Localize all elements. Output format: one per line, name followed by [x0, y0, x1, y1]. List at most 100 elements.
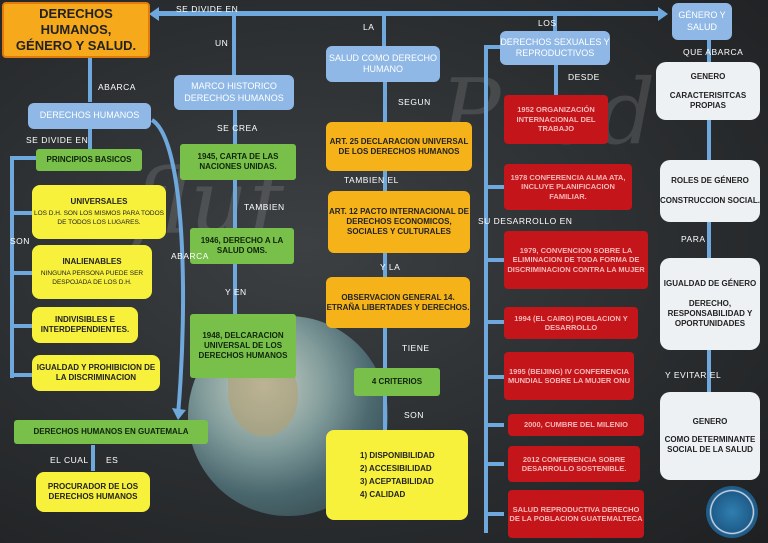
art12-node: ART. 12 PACTO INTERNACIONAL DE DERECHOS … [328, 191, 470, 253]
criterio-4: 4) CALIDAD [360, 489, 406, 499]
inalienables-node: INALIENABLES NINGUNA PERSONA PUEDE SER D… [32, 245, 152, 299]
event-2000-node: 2000, CUMBRE DEL MILENIO [508, 414, 644, 436]
event-1995-node: 1995 (BEIJING) IV CONFERENCIA MUNDIAL SO… [504, 352, 634, 400]
roles-title: ROLES DE GÉNERO [671, 176, 749, 185]
map-title: DERECHOS HUMANOS, GÉNERO Y SALUD. [2, 2, 150, 58]
label-abarca-1: ABARCA [98, 82, 136, 92]
line-sexuales-1952 [554, 65, 558, 95]
igualdad-node: IGUALDAD Y PROHIBICION DE LA DISCRIMINAC… [32, 355, 160, 391]
derecho-salud-1946-node: 1946, DERECHO A LA SALUD OMS. [190, 228, 294, 264]
indivisibles-node: INDIVISIBLES E INTERDEPENDIENTES. [32, 307, 138, 343]
line-carta-1946 [233, 180, 237, 228]
line-d-2000 [484, 423, 504, 427]
line-marco-carta [233, 110, 237, 144]
genero-determinante-node: GENERO COMO DETERMINANTE SOCIAL DE LA SA… [660, 392, 760, 480]
line-roles-igualdad [707, 222, 711, 258]
label-son-2: SON [404, 410, 424, 420]
line-desarrollo-bracket [484, 45, 488, 533]
genero-title: GENERO [690, 71, 726, 81]
roles-description: CONSTRUCCION SOCIAL. [660, 196, 760, 205]
inalienables-description: NINGUNA PERSONA PUEDE SER DESPOJADA DE L… [40, 270, 144, 286]
label-segun: SEGUN [398, 97, 431, 107]
genero-determinante-description: COMO DETERMINANTE SOCIAL DE LA SALUD [664, 435, 756, 454]
line-d-1978 [484, 185, 504, 189]
label-tiene: TIENE [402, 343, 430, 353]
inalienables-title: INALIENABLES [62, 257, 122, 267]
label-se-divide-en-top: SE DIVIDE EN [176, 4, 239, 14]
line-d-2012 [484, 462, 504, 466]
igualdad-genero-title: IGUALDAD DE GÉNERO [663, 279, 757, 288]
carta-1945-node: 1945, CARTA DE LAS NACIONES UNIDAS. [180, 144, 296, 180]
arrow-right-head [658, 7, 668, 21]
line-gt-procurador [91, 445, 95, 471]
criterios-list: 1) DISPONIBILIDAD 2) ACCESIBILIDAD 3) AC… [326, 430, 468, 520]
line-art12-obs [383, 253, 387, 277]
line-title-dh [88, 58, 92, 102]
derechos-humanos-node: DERECHOS HUMANOS [28, 103, 151, 129]
genero-salud-node: GÉNERO Y SALUD [672, 3, 732, 40]
line-son-top [10, 156, 36, 160]
universales-node: UNIVERSALES LOS D.H. SON LOS MISMOS PARA… [32, 185, 166, 239]
label-abarca-2: ABARCA [171, 251, 209, 261]
line-to-sexuales [553, 13, 557, 31]
event-2012-node: 2012 CONFERENCIA SOBRE DESARROLLO SOSTEN… [508, 446, 640, 482]
line-d-1995 [484, 375, 504, 379]
derechos-sexuales-node: DERECHOS SEXUALES Y REPRODUCTIVOS [500, 31, 610, 65]
label-y-en: Y EN [225, 287, 247, 297]
label-tambien-el: TAMBIEN EL [344, 175, 399, 185]
line-son-bracket [10, 156, 14, 378]
universales-description: LOS D.H. SON LOS MISMOS PARA TODOS DE TO… [33, 210, 165, 226]
criterio-1: 1) DISPONIBILIDAD [360, 450, 435, 460]
roles-genero-node: ROLES DE GÉNERO CONSTRUCCION SOCIAL. [660, 160, 760, 222]
label-su-desarrollo-en: SU DESARROLLO EN [478, 216, 573, 226]
line-dh-principios [88, 128, 92, 150]
line-son-4 [10, 373, 32, 377]
label-son-1: SON [10, 236, 30, 246]
event-1952-node: 1952 ORGANIZACIÓN INTERNACIONAL DEL TRAB… [504, 95, 608, 144]
label-para: PARA [681, 234, 706, 244]
label-la: LA [363, 22, 375, 32]
event-1978-node: 1978 CONFERENCIA ALMA ATA, INCLUYE PLANI… [504, 164, 632, 210]
label-tambien: TAMBIEN [244, 202, 285, 212]
event-1994-node: 1994 (EL CAIRO) POBLACION Y DESARROLLO [504, 307, 638, 339]
label-es: ES [106, 455, 119, 465]
observacion-14-node: OBSERVACION GENERAL 14. ETRAÑA LIBERTADE… [326, 277, 470, 328]
label-los: LOS [538, 18, 557, 28]
label-un: UN [215, 38, 229, 48]
declaracion-1948-node: 1948, DELCARACION UNIVERSAL DE LOS DEREC… [190, 314, 296, 378]
arrow-left-head [149, 7, 159, 21]
principios-basicos-node: PRINCIPIOS BASICOS [36, 149, 142, 171]
salud-reproductiva-node: SALUD REPRODUCTIVA DERECHO DE LA POBLACI… [508, 490, 644, 538]
marco-historico-node: MARCO HISTORICO DERECHOS HUMANOS [174, 75, 294, 110]
line-genero-roles [707, 120, 711, 160]
line-1946-1948 [233, 264, 237, 314]
university-seal-logo [706, 486, 758, 538]
top-connector-line [154, 11, 662, 16]
line-obs-criterios [383, 328, 387, 368]
label-se-divide-en: SE DIVIDE EN [26, 135, 89, 145]
criterios-node: 4 CRITERIOS [354, 368, 440, 396]
criterio-2: 2) ACCESIBILIDAD [360, 463, 432, 473]
line-igualdad-determinante [707, 350, 711, 392]
line-d-1994 [484, 320, 504, 324]
label-y-la: Y LA [380, 262, 401, 272]
line-d-salud-repro [484, 512, 504, 516]
line-salud-art25 [383, 82, 387, 122]
salud-derecho-node: SALUD COMO DERECHO HUMANO [326, 46, 440, 82]
label-desde: DESDE [568, 72, 600, 82]
label-y-evitar-el: Y EVITAR EL [665, 370, 722, 380]
line-son-1 [10, 211, 32, 215]
line-son-3 [10, 324, 32, 328]
line-d-1979 [484, 258, 504, 262]
genero-determinante-title: GENERO [692, 417, 728, 426]
label-se-crea: SE CREA [217, 123, 258, 133]
label-que-abarca: QUE ABARCA [683, 47, 744, 57]
line-desarrollo-top [484, 45, 500, 49]
line-genero-abarca [707, 40, 711, 62]
igualdad-genero-node: IGUALDAD DE GÉNERO DERECHO, RESPONSABILI… [660, 258, 760, 350]
line-son-2 [10, 271, 32, 275]
event-1979-node: 1979, CONVENCION SOBRE LA ELIMINACION DE… [504, 231, 648, 289]
igualdad-genero-description: DERECHO, RESPONSABILIDAD Y OPORTUNIDADES [667, 299, 753, 328]
